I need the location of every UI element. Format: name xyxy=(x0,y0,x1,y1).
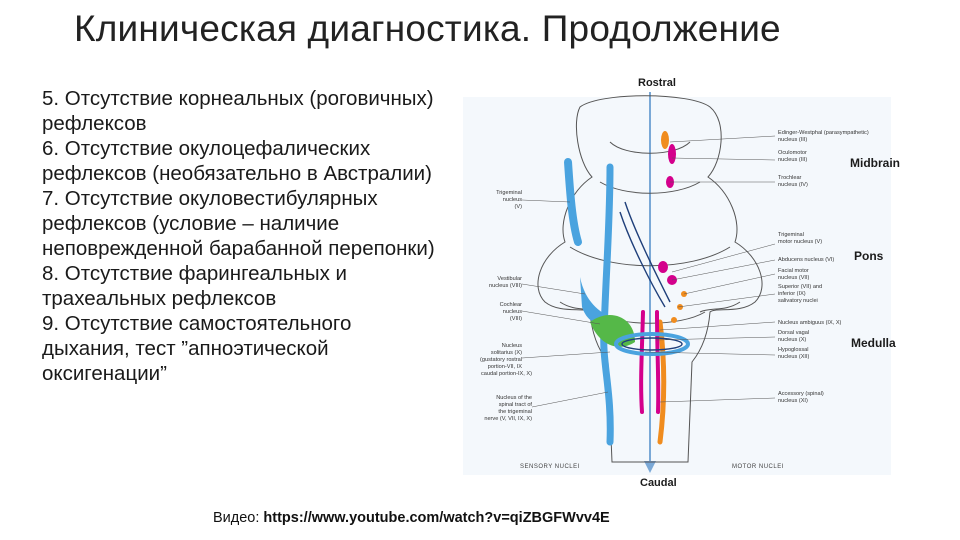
video-url-link[interactable]: https://www.youtube.com/watch?v=qiZBGFWv… xyxy=(263,510,610,526)
label-salivatory: Superior (VII) and xyxy=(778,284,822,290)
label-cochlear: Cochlear xyxy=(500,302,523,308)
label-trigeminal: Trigeminal xyxy=(496,190,522,196)
label-trigeminal-motor: Trigeminal xyxy=(778,232,804,238)
label-trigeminal-2: nucleus xyxy=(503,197,522,203)
label-solitarius-5: caudal portion-IX, X) xyxy=(481,371,532,377)
label-trigeminal-3: (V) xyxy=(515,204,523,210)
criteria-item: 5. Отсутствие корнеальных (роговичных) р… xyxy=(42,87,434,135)
label-spinal-trigeminal-2: spinal tract of xyxy=(499,402,533,408)
label-oculomotor-2: nucleus (III) xyxy=(778,157,807,163)
brainstem-svg: Rostral Caudal xyxy=(463,77,900,489)
label-edinger-westphal-2: nucleus (III) xyxy=(778,137,807,143)
label-edinger-westphal: Edinger-Westphal (parasympathetic) xyxy=(778,130,869,136)
label-salivatory-2: inferior (IX) xyxy=(778,291,806,297)
label-facial-motor: Facial motor xyxy=(778,268,809,274)
label-spinal-trigeminal-3: the trigeminal xyxy=(498,409,532,415)
label-solitarius-3: (gustatory rostral xyxy=(480,357,522,363)
label-vestibular: Vestibular xyxy=(497,276,522,282)
label-solitarius: Nucleus xyxy=(502,343,522,349)
label-hypoglossal-2: nucleus (XII) xyxy=(778,354,810,360)
label-facial-motor-2: nucleus (VII) xyxy=(778,275,810,281)
brainstem-diagram: Rostral Caudal xyxy=(460,62,910,492)
video-link-line: Видео: https://www.youtube.com/watch?v=q… xyxy=(213,510,610,526)
video-label: Видео: xyxy=(213,510,260,526)
label-accessory-2: nucleus (XI) xyxy=(778,398,808,404)
nuclei-markings xyxy=(564,131,690,446)
label-ambiguus: Nucleus ambiguus (IX, X) xyxy=(778,320,842,326)
criteria-list: 5. Отсутствие корнеальных (роговичных) р… xyxy=(42,86,442,386)
label-trochlear-2: nucleus (IV) xyxy=(778,182,808,188)
label-dorsal-vagal-2: nucleus (X) xyxy=(778,337,806,343)
label-solitarius-2: solitarius (X) xyxy=(491,350,522,356)
label-spinal-trigeminal-4: nerve (V, VII, IX, X) xyxy=(484,416,532,422)
label-dorsal-vagal: Dorsal vagal xyxy=(778,330,809,336)
label-salivatory-3: salivatory nuclei xyxy=(778,298,818,304)
label-hypoglossal: Hypoglossal xyxy=(778,347,808,353)
footer-sensory: SENSORY NUCLEI xyxy=(520,464,580,470)
criteria-item: 7. Отсутствие окуловестибулярных рефлекс… xyxy=(42,187,435,260)
rostral-label: Rostral xyxy=(638,77,676,89)
caudal-label: Caudal xyxy=(640,477,677,489)
criteria-item: 9. Отсутствие самостоятельного дыхания, … xyxy=(42,312,352,385)
label-spinal-trigeminal: Nucleus of the xyxy=(496,395,532,401)
slide-title: Клиническая диагностика. Продолжение xyxy=(74,8,781,49)
region-pons: Pons xyxy=(854,249,884,263)
footer-motor: MOTOR NUCLEI xyxy=(732,464,784,470)
region-medulla: Medulla xyxy=(851,336,896,350)
label-oculomotor: Oculomotor xyxy=(778,150,807,156)
criteria-item: 6. Отсутствие окулоцефалических рефлексо… xyxy=(42,137,432,185)
criteria-item: 8. Отсутствие фарингеальных и трахеальны… xyxy=(42,262,347,310)
label-accessory: Accessory (spinal) xyxy=(778,391,824,397)
label-cochlear-2: nucleus xyxy=(503,309,522,315)
label-trochlear: Trochlear xyxy=(778,175,802,181)
label-cochlear-3: (VIII) xyxy=(510,316,522,322)
label-trigeminal-motor-2: motor nucleus (V) xyxy=(778,239,822,245)
label-vestibular-2: nucleus (VIII) xyxy=(489,283,522,289)
label-solitarius-4: portion-VII, IX xyxy=(488,364,522,370)
label-abducens: Abducens nucleus (VI) xyxy=(778,257,834,263)
label-leaders xyxy=(521,135,776,408)
region-midbrain: Midbrain xyxy=(850,156,900,170)
